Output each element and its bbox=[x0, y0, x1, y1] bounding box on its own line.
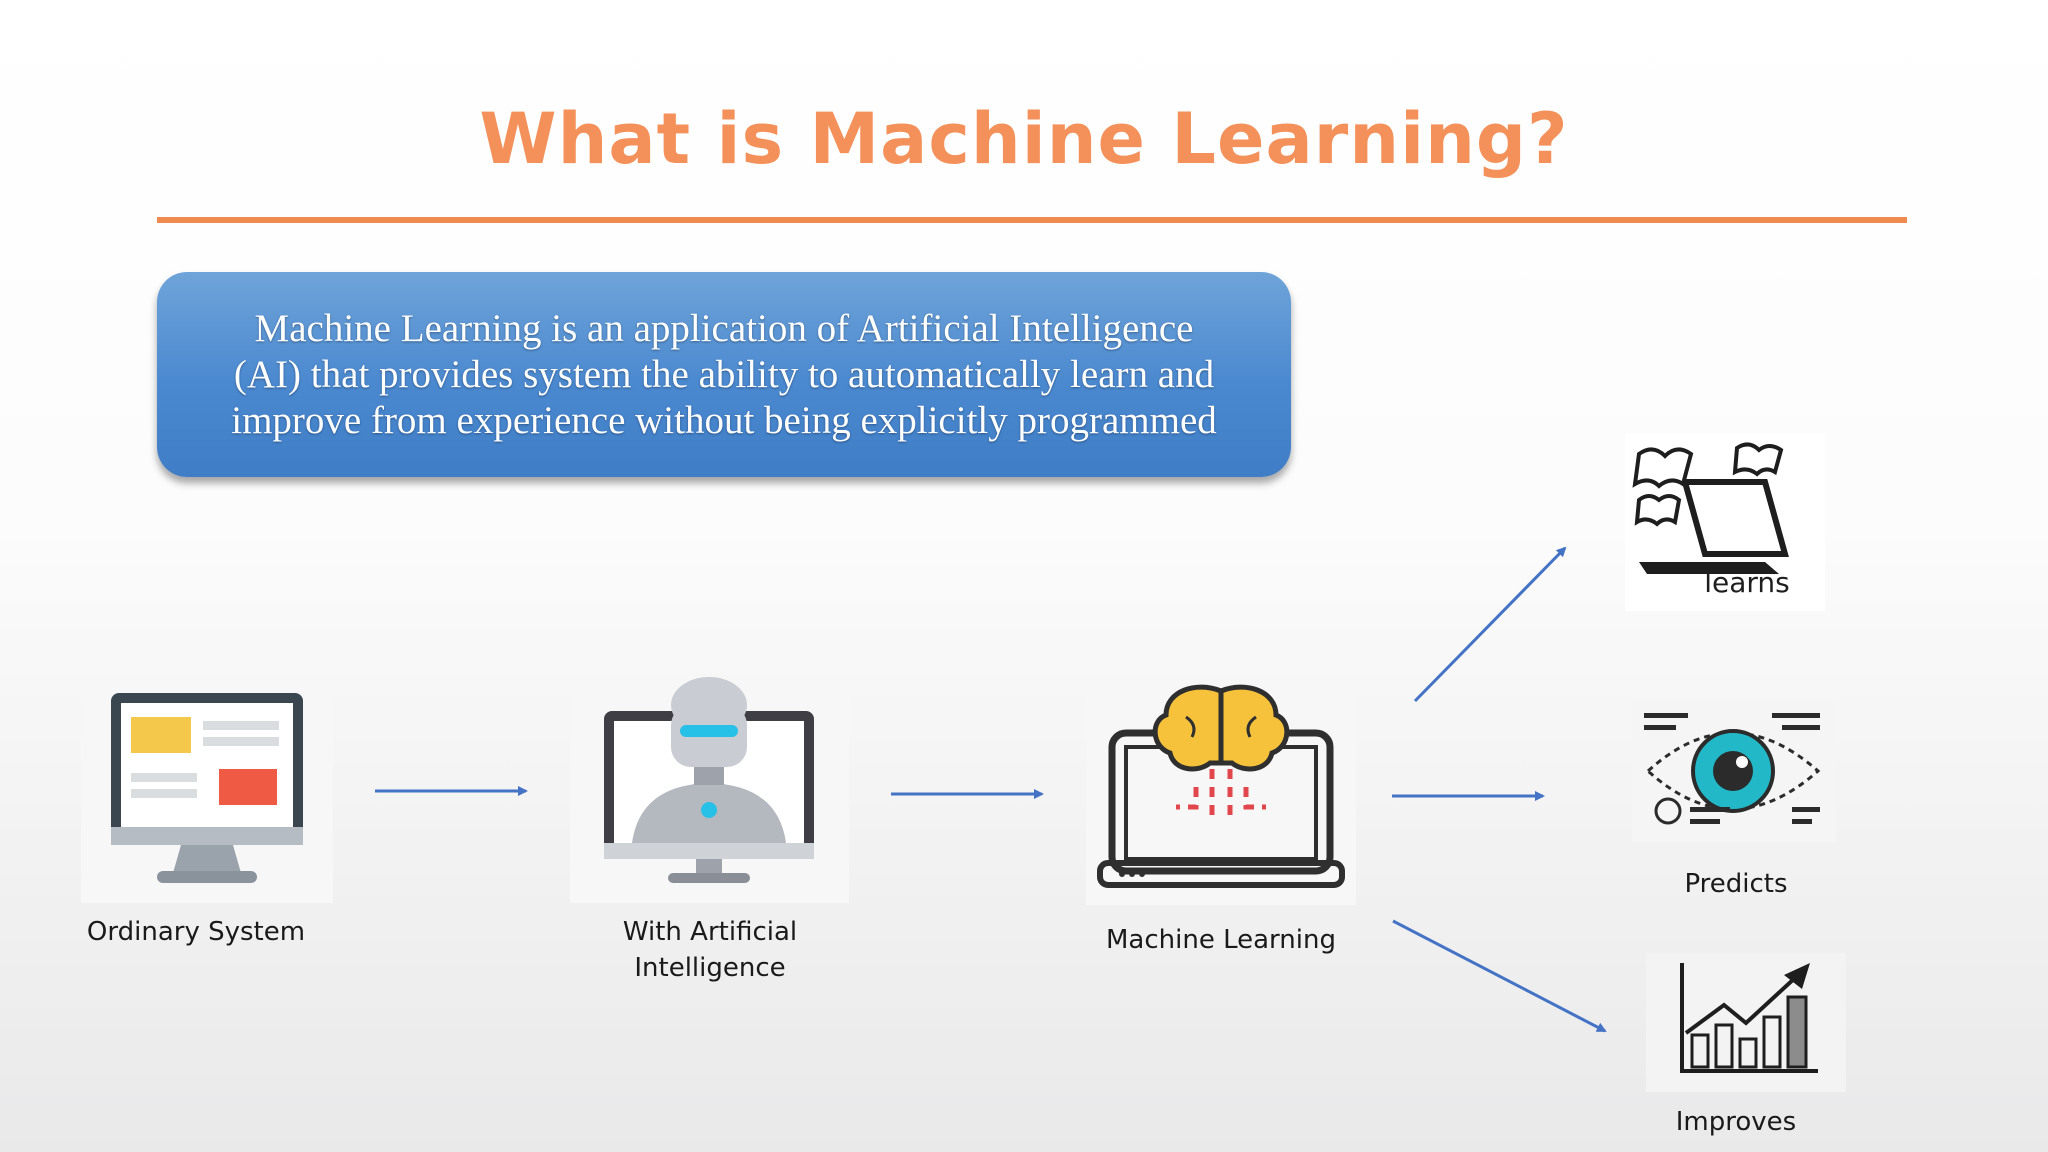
arrow-ml-to-learns bbox=[1415, 548, 1565, 701]
books-laptop-icon: learns bbox=[1625, 434, 1825, 611]
growth-chart-icon bbox=[1646, 953, 1846, 1092]
brain-laptop-icon bbox=[1086, 677, 1356, 905]
stage-label-ai: With Artificial Intelligence bbox=[560, 914, 860, 986]
robot-monitor-icon bbox=[570, 675, 849, 903]
stage-label-ordinary: Ordinary System bbox=[60, 914, 332, 950]
arrow-ml-to-improves bbox=[1393, 921, 1605, 1031]
outcome-label-predicts: Predicts bbox=[1636, 866, 1836, 902]
eye-scan-icon bbox=[1632, 701, 1836, 842]
outcome-label-improves: Improves bbox=[1636, 1104, 1836, 1140]
outcome-learns-text: learns bbox=[1704, 566, 1790, 599]
computer-monitor-icon bbox=[81, 675, 333, 903]
stage-label-ml: Machine Learning bbox=[1070, 922, 1372, 958]
